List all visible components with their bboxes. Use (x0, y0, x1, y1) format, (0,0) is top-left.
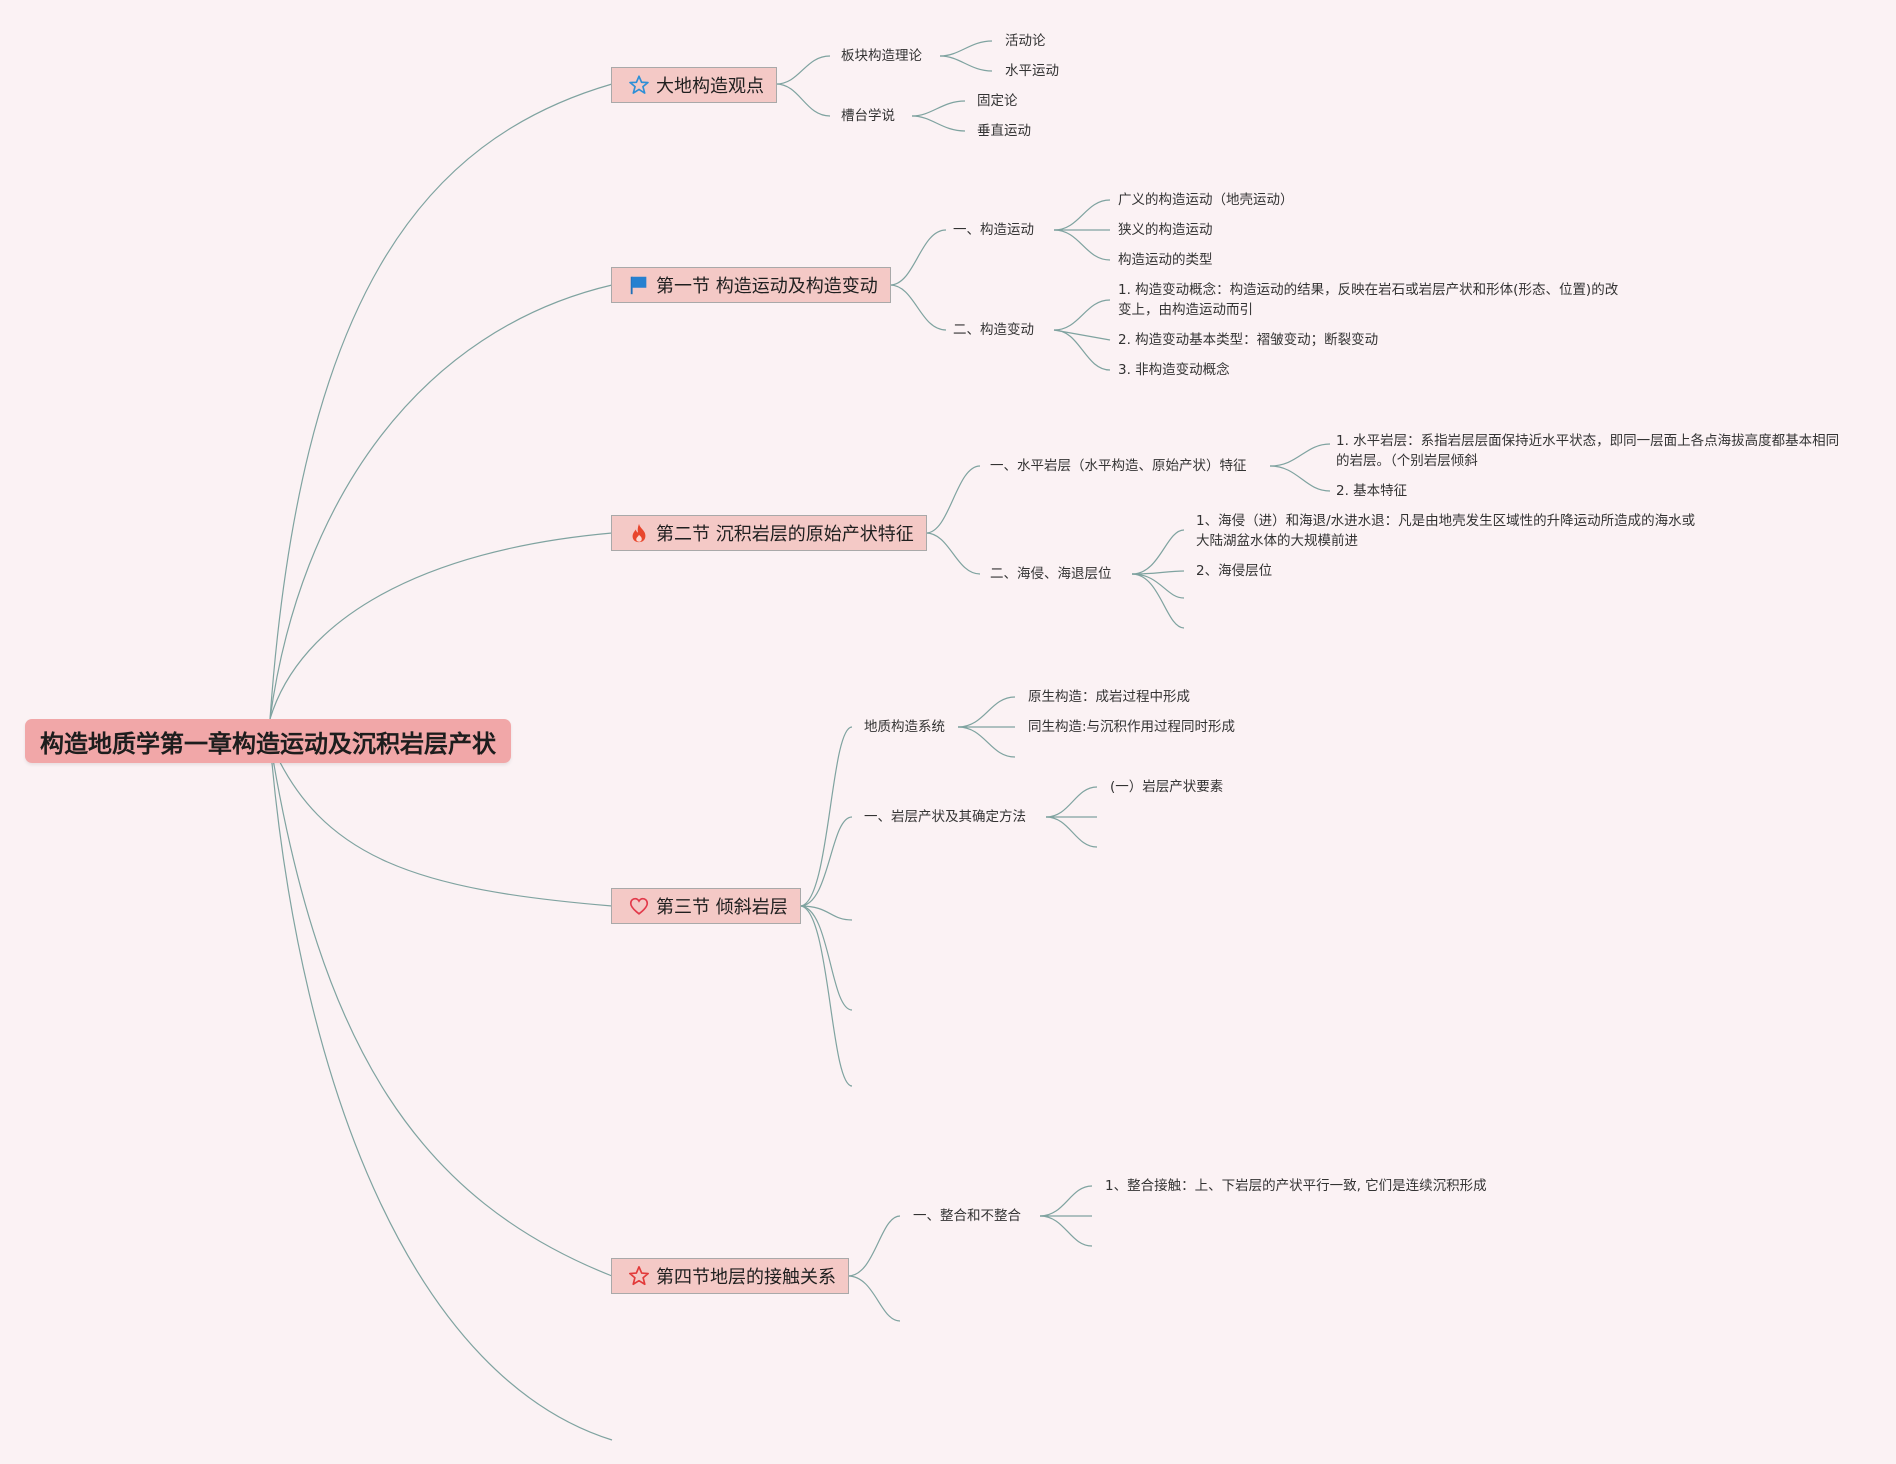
topic-basic-features[interactable]: 2. 基本特征 (1336, 483, 1408, 499)
root-topic[interactable]: 构造地质学第一章构造运动及沉积岩层产状 (25, 719, 511, 763)
blue-flag-icon (628, 274, 650, 296)
section-label: 大地构造观点 (656, 76, 764, 97)
heart-outline-icon (628, 895, 650, 917)
topic-broad-tectonic-movement[interactable]: 广义的构造运动（地壳运动） (1118, 192, 1294, 208)
topic-transgression-regression[interactable]: 二、海侵、海退层位 (990, 566, 1112, 582)
topic-non-tectonic-deformation[interactable]: 3. 非构造变动概念 (1118, 362, 1230, 378)
topic-conformity-unconformity[interactable]: 一、整合和不整合 (913, 1208, 1021, 1224)
topic-horizontal-movement[interactable]: 水平运动 (1005, 63, 1059, 79)
topic-syngenetic-structure[interactable]: 同生构造:与沉积作用过程同时形成 (1028, 719, 1236, 735)
flame-icon (628, 522, 650, 544)
star-outline-icon (628, 74, 650, 96)
topic-transgression-horizon[interactable]: 2、海侵层位 (1196, 563, 1273, 579)
topic-movement-types[interactable]: 构造运动的类型 (1118, 252, 1213, 268)
topic-horizontal-strata-definition[interactable]: 1. 水平岩层：系指岩层层面保持近水平状态，即同一层面上各点海拔高度都基本相同的… (1336, 433, 1840, 469)
section-label: 第一节 构造运动及构造变动 (656, 276, 878, 297)
topic-deformation-types[interactable]: 2. 构造变动基本类型：褶皱变动；断裂变动 (1118, 332, 1379, 348)
section-3-inclined-strata[interactable]: 第三节 倾斜岩层 (611, 888, 801, 924)
topic-conformable-contact[interactable]: 1、整合接触：上、下岩层的产状平行一致, 它们是连续沉积形成 (1105, 1178, 1487, 1194)
section-tectonic-views[interactable]: 大地构造观点 (611, 67, 777, 103)
section-label: 第四节地层的接触关系 (656, 1267, 836, 1288)
section-2-original-attitude[interactable]: 第二节 沉积岩层的原始产状特征 (611, 515, 927, 551)
topic-plate-tectonics[interactable]: 板块构造理论 (841, 48, 922, 64)
topic-mobilism[interactable]: 活动论 (1005, 33, 1046, 49)
topic-attitude-determination[interactable]: 一、岩层产状及其确定方法 (864, 809, 1026, 825)
topic-narrow-tectonic-movement[interactable]: 狭义的构造运动 (1118, 222, 1213, 238)
section-1-tectonic-movement[interactable]: 第一节 构造运动及构造变动 (611, 267, 891, 303)
topic-tectonic-movement[interactable]: 一、构造运动 (953, 222, 1034, 238)
topic-geosyncline-theory[interactable]: 槽台学说 (841, 108, 895, 124)
section-label: 第三节 倾斜岩层 (656, 897, 788, 918)
topic-geologic-structure-system[interactable]: 地质构造系统 (864, 719, 945, 735)
section-4-contact-relations[interactable]: 第四节地层的接触关系 (611, 1258, 849, 1294)
red-star-outline-icon (628, 1265, 650, 1287)
topic-vertical-movement[interactable]: 垂直运动 (977, 123, 1031, 139)
section-label: 第二节 沉积岩层的原始产状特征 (656, 524, 914, 545)
topic-deformation-concept[interactable]: 1. 构造变动概念：构造运动的结果，反映在岩石或岩层产状和形体(形态、位置)的改… (1118, 282, 1619, 318)
topic-horizontal-strata-features[interactable]: 一、水平岩层（水平构造、原始产状）特征 (990, 458, 1247, 474)
topic-fixism[interactable]: 固定论 (977, 93, 1018, 109)
topic-transgression-definition[interactable]: 1、海侵（进）和海退/水进水退：凡是由地壳发生区域性的升降运动所造成的海水或大陆… (1196, 513, 1696, 549)
topic-tectonic-deformation[interactable]: 二、构造变动 (953, 322, 1034, 338)
topic-primary-structure[interactable]: 原生构造：成岩过程中形成 (1028, 689, 1190, 705)
topic-attitude-elements[interactable]: (一）岩层产状要素 (1110, 779, 1224, 795)
